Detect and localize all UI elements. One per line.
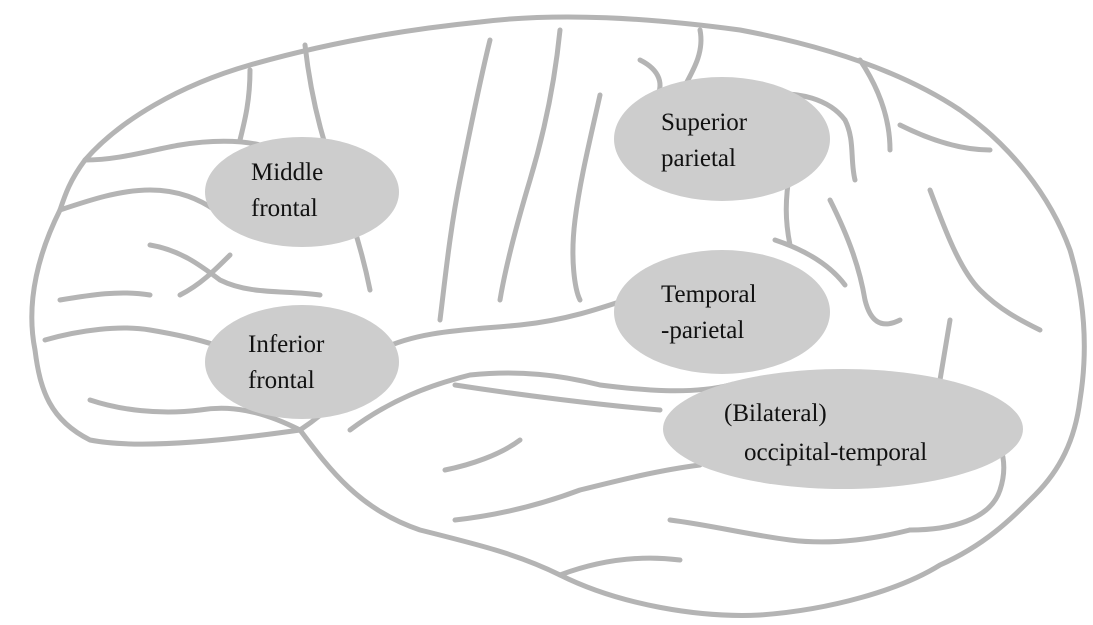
label-line: Inferior (248, 331, 325, 358)
label-line: frontal (248, 367, 315, 394)
label-line: -parietal (661, 317, 744, 344)
label-line: parietal (661, 145, 736, 172)
region-temporal-parietal (614, 250, 830, 374)
label-line: Middle (251, 159, 323, 186)
label-line: frontal (251, 195, 318, 222)
brain-outline (32, 17, 1084, 615)
label-line: Temporal (661, 281, 756, 308)
label-line: (Bilateral) (724, 400, 827, 427)
region-occipital-temporal (663, 369, 1023, 489)
label-line: Superior (661, 109, 748, 136)
label-line: occipital-temporal (744, 439, 927, 466)
region-middle-frontal (205, 137, 399, 247)
region-inferior-frontal (205, 305, 399, 419)
region-superior-parietal (614, 77, 830, 201)
